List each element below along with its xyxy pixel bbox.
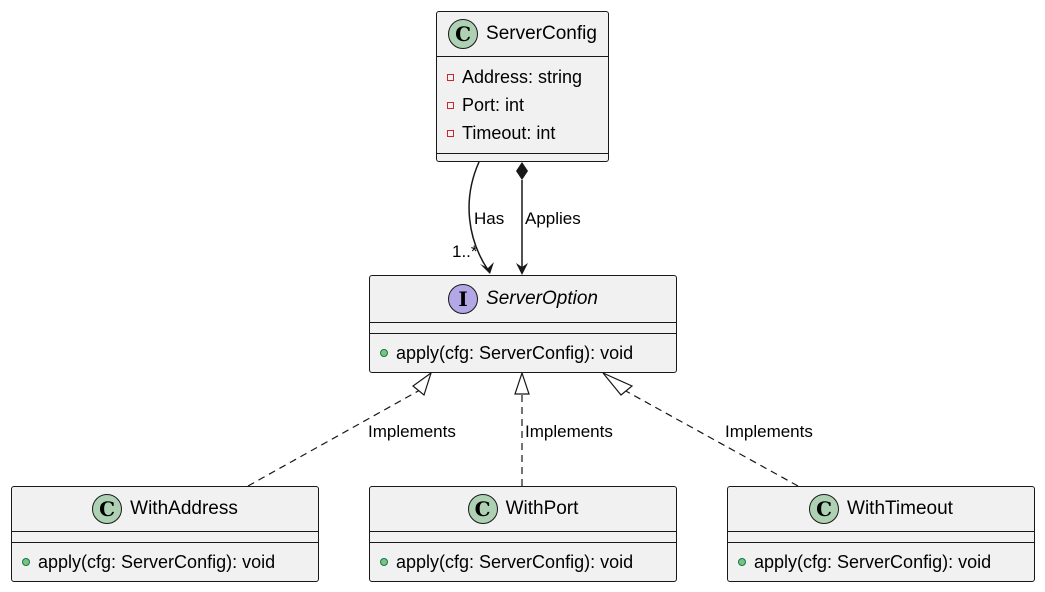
implements-right-line	[623, 389, 799, 487]
server-option-interface: I ServerOption apply(cfg: ServerConfig):…	[369, 275, 677, 373]
implements-left-line	[247, 389, 421, 487]
applies-label: Applies	[525, 209, 581, 228]
with-port-class: C WithPort apply(cfg: ServerConfig): voi…	[369, 486, 677, 582]
implements-center-label: Implements	[525, 422, 613, 441]
has-label: Has	[474, 209, 505, 228]
method-text: apply(cfg: ServerConfig): void	[396, 342, 634, 363]
has-arrowhead	[480, 262, 494, 274]
method-text: apply(cfg: ServerConfig): void	[38, 551, 276, 572]
class-stereotype-icon: C	[448, 19, 479, 49]
server-option-name: ServerOption	[486, 288, 598, 309]
attribute-separator	[370, 322, 676, 323]
attribute-separator	[12, 531, 318, 532]
realization-triangle-left	[412, 371, 433, 397]
public-method-icon	[22, 558, 30, 566]
method-separator	[370, 542, 676, 543]
method-separator	[728, 542, 1034, 543]
with-address-name: WithAddress	[130, 498, 238, 519]
with-address-method: apply(cfg: ServerConfig): void	[12, 543, 318, 581]
with-timeout-class: C WithTimeout apply(cfg: ServerConfig): …	[727, 486, 1035, 582]
method-separator	[370, 333, 676, 334]
with-port-method: apply(cfg: ServerConfig): void	[370, 543, 676, 581]
private-field-icon	[447, 73, 454, 81]
attribute-separator	[370, 531, 676, 532]
with-address-header: C WithAddress	[12, 487, 318, 531]
method-text: apply(cfg: ServerConfig): void	[754, 551, 992, 572]
interface-stereotype-icon: I	[448, 284, 479, 314]
realization-triangle-center	[514, 371, 530, 395]
class-stereotype-icon: C	[467, 494, 498, 524]
server-config-attributes: Address: string Port: int Timeout: int	[437, 57, 608, 151]
with-timeout-name: WithTimeout	[847, 498, 953, 519]
private-field-icon	[447, 129, 454, 137]
private-field-icon	[447, 101, 454, 109]
public-method-icon	[380, 558, 388, 566]
realization-triangle-right	[602, 372, 634, 396]
class-stereotype-icon: C	[92, 494, 123, 524]
with-port-header: C WithPort	[370, 487, 676, 531]
applies-arrowhead	[516, 263, 528, 275]
server-config-name: ServerConfig	[486, 23, 597, 44]
attribute-separator	[728, 531, 1034, 532]
public-method-icon	[738, 558, 746, 566]
has-association-line	[468, 161, 489, 271]
server-config-class: C ServerConfig Address: string Port: int…	[436, 11, 609, 162]
with-timeout-header: C WithTimeout	[728, 487, 1034, 531]
attribute-text: Port: int	[462, 94, 525, 115]
composition-diamond	[516, 162, 528, 180]
with-port-name: WithPort	[505, 498, 579, 519]
attribute-address: Address: string	[447, 63, 608, 91]
attribute-timeout: Timeout: int	[447, 119, 608, 147]
implements-right-label: Implements	[725, 422, 813, 441]
attribute-text: Address: string	[462, 66, 583, 87]
implements-left-label: Implements	[368, 422, 456, 441]
method-separator	[12, 542, 318, 543]
server-config-header: C ServerConfig	[437, 12, 608, 56]
server-option-method: apply(cfg: ServerConfig): void	[370, 334, 676, 372]
method-separator	[437, 153, 608, 154]
with-timeout-method: apply(cfg: ServerConfig): void	[728, 543, 1034, 581]
server-option-header: I ServerOption	[370, 276, 676, 322]
attribute-port: Port: int	[447, 91, 608, 119]
attribute-text: Timeout: int	[462, 122, 556, 143]
class-stereotype-icon: C	[809, 494, 840, 524]
attribute-separator	[437, 56, 608, 57]
method-text: apply(cfg: ServerConfig): void	[396, 551, 634, 572]
public-method-icon	[380, 349, 388, 357]
with-address-class: C WithAddress apply(cfg: ServerConfig): …	[11, 486, 319, 582]
has-multiplicity: 1..*	[452, 242, 478, 261]
